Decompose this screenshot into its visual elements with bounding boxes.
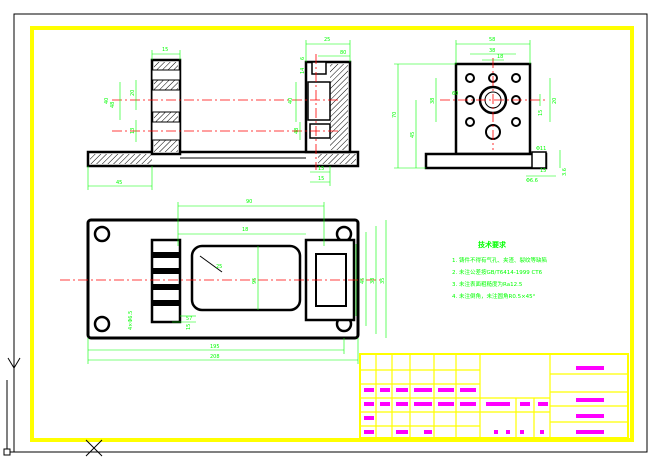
dim-front-5: 13 <box>130 128 136 134</box>
top-left-rib-1 <box>152 252 180 258</box>
front-left-hole-2 <box>151 89 181 113</box>
dim-top-3: 25 <box>216 264 222 270</box>
dim-front-2: 40 <box>104 98 110 104</box>
dim-top-5: 57 <box>186 316 192 322</box>
front-left-hole-1 <box>151 69 181 81</box>
technical-requirements: 技术要求 1. 铸件不得有气孔、夹渣、裂纹等缺陷 2. 未注公差按GB/T641… <box>452 240 547 300</box>
dim-top-6: 15 <box>186 324 192 330</box>
dim-top-10: 195 <box>210 344 220 350</box>
dim-front-13: 15 <box>318 176 324 182</box>
dim-side-10: Φ11 <box>536 146 546 152</box>
side-base <box>424 152 548 170</box>
dim-top-0: 90 <box>246 199 252 205</box>
front-view <box>86 54 360 170</box>
drawing-frame <box>30 26 634 442</box>
top-slot <box>190 244 302 312</box>
front-view-dimension-labels: 15 25 40 40 20 13 48 48 14 6 80 45 15 15 <box>104 37 346 186</box>
dim-front-10: 80 <box>340 50 346 56</box>
dim-top-4: 4×Φ6.5 <box>128 311 134 330</box>
dim-top-7: 45 <box>360 278 366 284</box>
front-right-upright-hatch <box>330 64 348 150</box>
front-right-top-boss <box>311 61 327 75</box>
ucs-icon <box>3 357 103 457</box>
dim-front-9: 6 <box>300 57 306 60</box>
side-hole-1 <box>465 73 475 83</box>
title-block <box>359 353 629 439</box>
dim-side-9: Φ6.6 <box>526 178 538 184</box>
dim-top-11: 208 <box>210 354 220 360</box>
dim-side-2: 18 <box>497 54 503 60</box>
dim-side-1: 38 <box>489 48 495 54</box>
top-left-rib-4 <box>152 300 180 306</box>
side-hole-6 <box>465 117 475 127</box>
side-hole-3 <box>511 73 521 83</box>
top-slot-arc <box>199 255 223 273</box>
tech-req-heading: 技术要求 <box>478 240 507 249</box>
dim-front-0: 15 <box>162 47 168 53</box>
dim-side-12: 3.6 <box>562 168 568 176</box>
top-corner-hole-tl <box>93 225 111 243</box>
dim-front-12: 15 <box>318 166 324 172</box>
tech-req-item-4: 4. 未注倒角，未注圆角R0.5×45° <box>452 292 536 300</box>
dim-side-0: 58 <box>489 37 495 43</box>
dim-side-7: 20 <box>552 98 558 104</box>
dim-front-4: 20 <box>130 90 136 96</box>
dim-top-9: 35 <box>380 278 386 284</box>
dim-front-1: 25 <box>324 37 330 43</box>
dim-side-6: 38 <box>430 98 436 104</box>
dim-side-4: 70 <box>392 112 398 118</box>
front-base-hatch-right <box>318 154 356 164</box>
dim-front-6: 48 <box>110 102 116 108</box>
dim-side-3: 60 <box>452 91 458 97</box>
front-base-hatch-left <box>90 154 152 164</box>
side-base-slot <box>531 151 547 169</box>
dim-top-8: 38 <box>370 278 376 284</box>
dim-front-7: 48 <box>294 128 300 134</box>
title-block-frame <box>359 353 629 439</box>
tech-req-item-2: 2. 未注公差按GB/T6414-1999 CT6 <box>452 268 543 276</box>
front-right-cavity-1 <box>307 81 331 121</box>
top-view <box>60 218 380 340</box>
side-view-dimensions <box>394 40 561 177</box>
side-view-dimension-labels: 58 38 18 60 70 45 38 20 15 Φ6.6 Φ11 15 3… <box>392 37 568 184</box>
front-base-plate <box>86 150 360 168</box>
dim-front-8: 14 <box>300 68 306 74</box>
dim-side-8: 15 <box>538 110 544 116</box>
top-view-dimensions <box>87 202 387 364</box>
top-corner-hole-bl <box>93 315 111 333</box>
side-view <box>424 58 548 170</box>
top-left-rib-2 <box>152 268 180 274</box>
side-hole-7 <box>511 117 521 127</box>
tech-req-item-3: 3. 未注表面粗糙度为Ra12.5 <box>452 280 523 288</box>
dim-top-1: 18 <box>242 227 248 233</box>
dim-front-11: 45 <box>116 180 122 186</box>
top-view-dimension-labels: 90 18 95 25 4×Φ6.5 57 15 45 38 35 195 20… <box>128 199 386 360</box>
front-view-dimensions <box>87 40 351 190</box>
dim-front-3: 40 <box>288 98 294 104</box>
tech-req-item-1: 1. 铸件不得有气孔、夹渣、裂纹等缺陷 <box>452 256 547 264</box>
dim-side-5: 45 <box>410 132 416 138</box>
top-left-rib-3 <box>152 284 180 290</box>
dim-side-11: 15 <box>540 168 546 174</box>
sheet-border <box>13 13 648 453</box>
dim-top-2: 95 <box>252 278 258 284</box>
